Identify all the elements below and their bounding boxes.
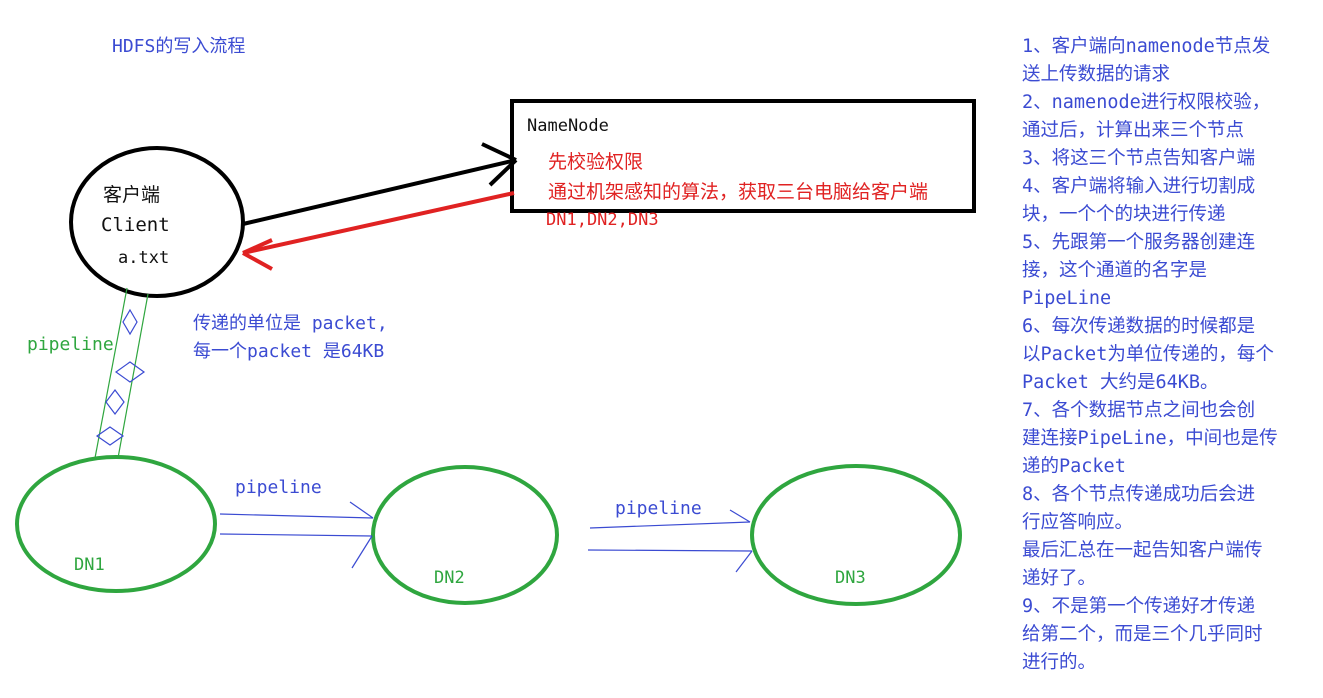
step-line: 以Packet为单位传递的，每个	[1022, 344, 1274, 365]
dn3-node	[750, 464, 962, 606]
response-arrow	[242, 191, 515, 271]
page-title: HDFS的写入流程	[112, 36, 246, 57]
step-line: 1、客户端向namenode节点发	[1022, 36, 1271, 57]
pipeline-label-client: pipeline	[27, 334, 114, 355]
pipeline-label-dn1-dn2: pipeline	[235, 477, 322, 498]
packet-note-line1: 传递的单位是 packet,	[193, 313, 388, 334]
step-line: 块，一个个的块进行传递	[1022, 204, 1226, 225]
packet-diamond	[122, 308, 138, 336]
dn2-node	[371, 465, 559, 605]
namenode-note-permission: 先校验权限	[548, 151, 644, 173]
namenode-label: NameNode	[527, 116, 609, 136]
dn1-node	[15, 455, 217, 593]
dn3-label: DN3	[835, 568, 866, 588]
step-line: 递的Packet	[1022, 456, 1126, 477]
namenode-note-rack: 通过机架感知的算法，获取三台电脑给客户端	[548, 181, 929, 203]
step-line: 6、每次传递数据的时候都是	[1022, 316, 1256, 337]
namenode-note-nodes: DN1,DN2,DN3	[546, 210, 659, 230]
step-line: 进行的。	[1022, 652, 1097, 673]
step-line: 接，这个通道的名字是	[1022, 260, 1208, 281]
step-line: 3、将这三个节点告知客户端	[1022, 148, 1256, 169]
packet-diamond	[105, 389, 125, 415]
step-line: PipeLine	[1022, 288, 1112, 309]
packet-note-line2: 每一个packet 是64KB	[193, 341, 385, 362]
step-line: 9、不是第一个传递好才传递	[1022, 596, 1256, 617]
client-label: 客户端	[103, 184, 161, 206]
step-line: 给第二个，而是三个几乎同时	[1022, 624, 1263, 645]
steps-list: 1、客户端向namenode节点发送上传数据的请求 2、namenode进行权限校…	[1022, 33, 1322, 677]
dn2-dn3-arrows	[587, 509, 753, 573]
step-line: 通过后，计算出来三个节点	[1022, 120, 1245, 141]
packet-diamond	[95, 426, 125, 446]
request-arrow	[242, 142, 518, 226]
step-line: Packet 大约是64KB。	[1022, 372, 1219, 393]
dn1-label: DN1	[74, 555, 105, 575]
dn1-dn2-arrows	[219, 501, 374, 569]
step-line: 5、先跟第一个服务器创建连	[1022, 232, 1256, 253]
step-line: 8、各个节点传递成功后会进	[1022, 484, 1256, 505]
step-line: 2、namenode进行权限校验，	[1022, 92, 1271, 113]
packet-diamond	[114, 361, 146, 383]
step-line: 送上传数据的请求	[1022, 64, 1171, 85]
dn2-label: DN2	[434, 568, 465, 588]
client-label-en: Client	[101, 214, 170, 236]
step-line: 递好了。	[1022, 568, 1097, 589]
client-dn1-pipeline	[94, 287, 149, 459]
step-line: 最后汇总在一起告知客户端传	[1022, 540, 1263, 561]
pipeline-label-dn2-dn3: pipeline	[615, 498, 702, 519]
step-line: 建连接PipeLine，中间也是传	[1022, 428, 1278, 449]
step-line: 4、客户端将输入进行切割成	[1022, 176, 1256, 197]
step-line: 7、各个数据节点之间也会创	[1022, 400, 1256, 421]
step-line: 行应答响应。	[1022, 512, 1134, 533]
packet-diamonds	[95, 308, 146, 446]
file-label: a.txt	[118, 248, 170, 268]
